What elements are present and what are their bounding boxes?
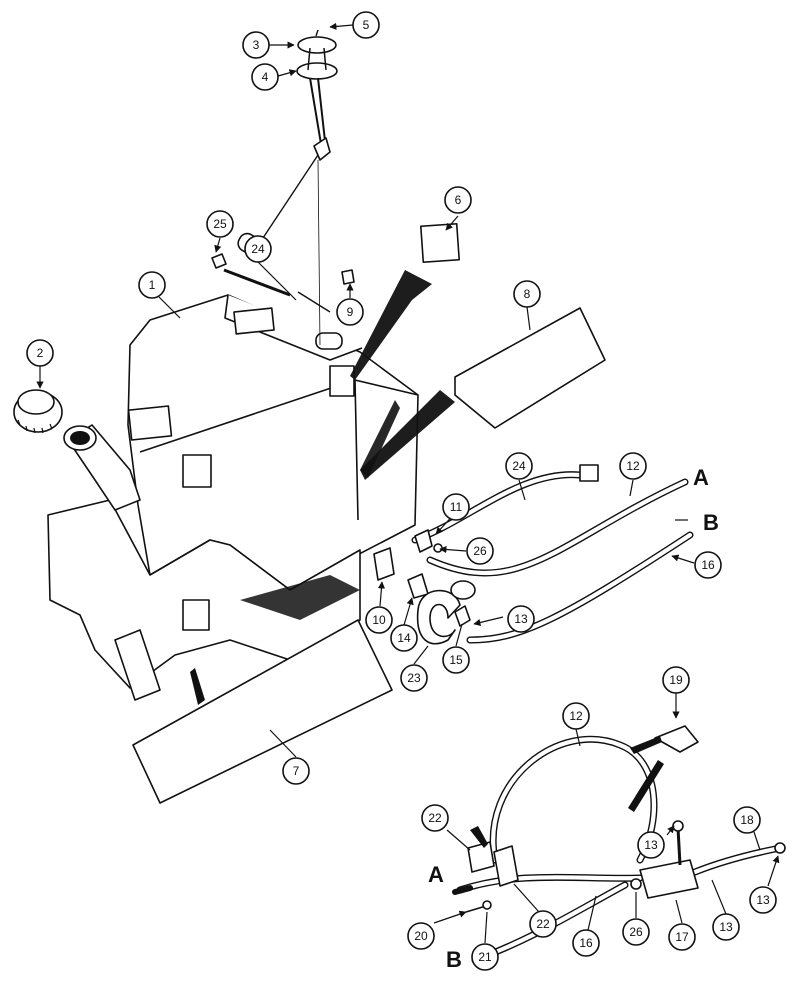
callout-22-lower: 22 [529,910,557,938]
svg-text:13: 13 [719,920,733,934]
callout-2: 2 [26,339,54,367]
svg-text:16: 16 [701,558,715,572]
callout-16-lower: 16 [572,929,600,957]
callout-3: 3 [242,31,270,59]
svg-text:24: 24 [512,459,526,473]
svg-text:22: 22 [536,917,550,931]
callout-24-hose: 24 [505,452,533,480]
svg-text:5: 5 [363,18,370,32]
svg-text:10: 10 [372,613,386,627]
svg-text:18: 18 [740,813,754,827]
svg-text:3: 3 [253,38,260,52]
svg-text:26: 26 [629,925,643,939]
callout-20: 20 [407,922,435,950]
callout-5: 5 [352,11,380,39]
callout-26-upper: 26 [466,537,494,565]
callout-9: 9 [336,298,364,326]
svg-text:22: 22 [428,811,442,825]
svg-text:24: 24 [251,242,265,256]
callout-13-upper: 13 [507,605,535,633]
svg-text:1: 1 [149,278,156,292]
callout-22-upper: 22 [421,804,449,832]
svg-text:6: 6 [455,193,462,207]
callout-12: 12 [619,452,647,480]
callout-19: 19 [662,666,690,694]
callout-12-lower: 12 [562,702,590,730]
foam-pad-7 [132,619,393,804]
callout-15: 15 [442,646,470,674]
svg-text:13: 13 [644,838,658,852]
tank-fittings [373,529,476,645]
svg-text:13: 13 [514,612,528,626]
callout-11: 11 [442,493,470,521]
callout-13-filter-outlet: 13 [712,913,740,941]
callout-4: 4 [251,63,279,91]
svg-text:11: 11 [450,500,463,514]
fuel-tank [47,294,419,701]
callout-25: 25 [206,210,234,238]
svg-text:19: 19 [669,673,683,687]
svg-text:16: 16 [579,936,593,950]
svg-text:7: 7 [293,764,300,778]
svg-text:23: 23 [407,671,421,685]
fuel-cap [13,389,63,434]
svg-text:2: 2 [37,346,44,360]
svg-text:12: 12 [626,459,640,473]
svg-text:14: 14 [397,631,411,645]
callout-13-filter-top: 13 [637,831,665,859]
svg-text:13: 13 [756,893,770,907]
callout-17: 17 [668,923,696,951]
hose-end-label-a-lower: A [428,862,444,887]
foam-pad-6 [419,222,461,264]
callout-1: 1 [138,271,166,299]
hose-end-label-a-upper: A [693,465,709,490]
callout-18: 18 [733,806,761,834]
svg-text:12: 12 [569,709,583,723]
callout-7: 7 [282,757,310,785]
fuel-sending-unit [237,29,338,346]
hose-end-label-b-lower: B [446,947,462,972]
callout-23: 23 [400,664,428,692]
callout-14: 14 [390,624,418,652]
svg-text:21: 21 [478,950,492,964]
svg-text:25: 25 [213,217,227,231]
hose-end-label-b-upper: B [703,510,719,535]
svg-text:20: 20 [414,929,428,943]
vent-fittings [211,253,355,313]
callout-6: 6 [444,186,472,214]
callout-10: 10 [365,606,393,634]
svg-text:9: 9 [347,305,354,319]
svg-text:26: 26 [473,544,487,558]
svg-text:17: 17 [675,930,689,944]
callout-13-hose-end: 13 [749,886,777,914]
foam-pad-8 [454,307,606,429]
callout-21: 21 [471,943,499,971]
hose-assembly-upper [411,464,694,644]
callout-26-lower: 26 [622,918,650,946]
svg-text:4: 4 [262,70,269,84]
leader-lines [36,22,780,944]
filler-neck [63,424,141,511]
callout-16-upper: 16 [694,551,722,579]
svg-text:8: 8 [524,287,531,301]
svg-text:15: 15 [449,653,463,667]
callout-8: 8 [513,280,541,308]
callout-24-tank: 24 [244,235,272,263]
